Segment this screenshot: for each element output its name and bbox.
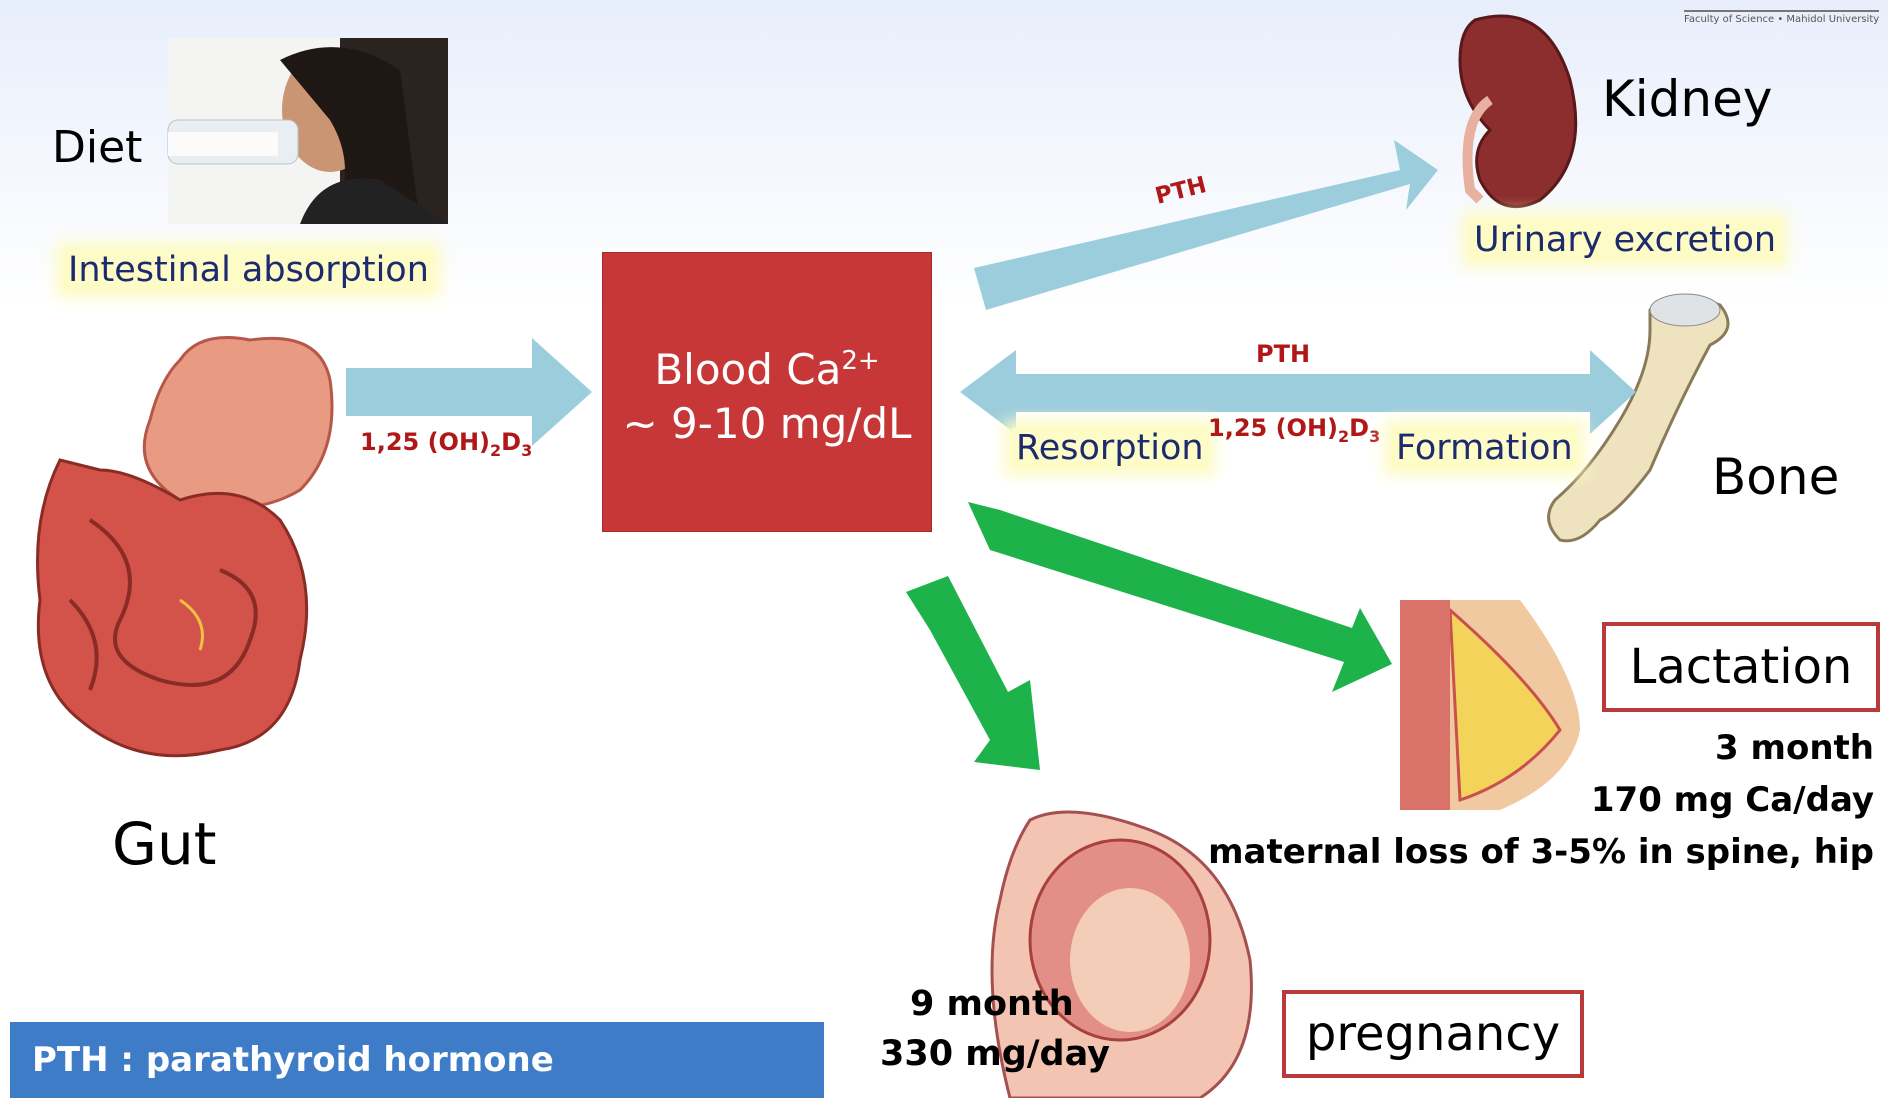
- formation-label: Formation: [1392, 428, 1577, 468]
- bone-hormone-label: 1,25 (OH)2D3: [1208, 414, 1380, 446]
- legend-text: PTH : parathyroid hormone: [32, 1040, 554, 1080]
- pregnancy-label: pregnancy: [1306, 1006, 1560, 1062]
- arrow-blood-to-kidney: [974, 140, 1438, 310]
- lactation-duration: 3 month: [1715, 728, 1874, 768]
- lactation-amount: 170 mg Ca/day: [1591, 780, 1874, 820]
- diet-photo: [168, 38, 448, 224]
- pregnancy-amount: 330 mg/day: [880, 1034, 1110, 1074]
- blood-calcium-range: ~ 9-10 mg/dL: [623, 397, 912, 451]
- lactation-label: Lactation: [1630, 639, 1853, 695]
- resorption-label: Resorption: [1012, 428, 1208, 468]
- pregnancy-duration: 9 month: [910, 984, 1074, 1024]
- pregnancy-box: pregnancy: [1282, 990, 1584, 1078]
- lactation-maternal-loss: maternal loss of 3-5% in spine, hip: [1208, 832, 1874, 872]
- arrow-to-pregnancy: [906, 576, 1040, 770]
- lactation-box: Lactation: [1602, 622, 1880, 712]
- blood-calcium-box: Blood Ca2+ ~ 9-10 mg/dL: [602, 252, 932, 532]
- kidney-label: Kidney: [1602, 70, 1772, 128]
- bone-pth-label: PTH: [1256, 340, 1310, 368]
- university-logo-text: Faculty of Science • Mahidol University: [1684, 10, 1879, 25]
- diet-label: Diet: [52, 122, 142, 173]
- kidney-illustration: [1460, 16, 1576, 207]
- bone-label: Bone: [1712, 448, 1839, 506]
- blood-calcium-title: Blood Ca2+: [654, 334, 879, 397]
- intestinal-absorption-label: Intestinal absorption: [64, 250, 433, 290]
- bone-illustration: [1549, 294, 1728, 541]
- legend-bar: PTH : parathyroid hormone: [10, 1022, 824, 1098]
- arrow-to-lactation: [968, 502, 1392, 692]
- breast-illustration: [1400, 600, 1580, 810]
- gut-hormone-label: 1,25 (OH)2D3: [360, 428, 532, 460]
- gut-label: Gut: [112, 810, 216, 878]
- gut-illustration: [38, 338, 333, 756]
- urinary-excretion-label: Urinary excretion: [1470, 220, 1780, 260]
